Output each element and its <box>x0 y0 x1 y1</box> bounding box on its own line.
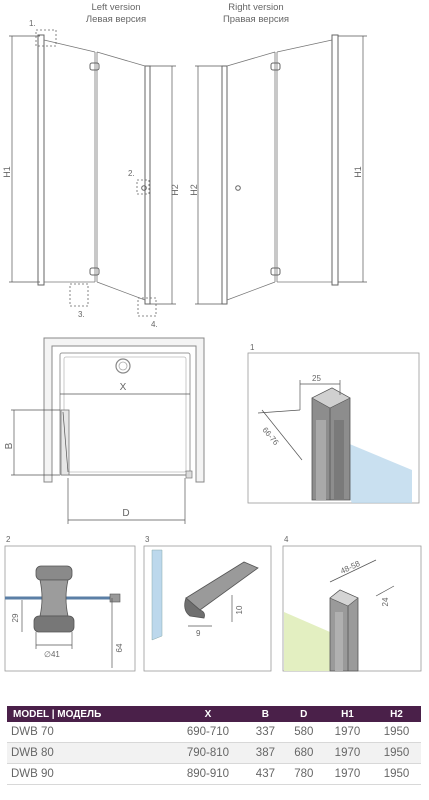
col-h2: H2 <box>371 706 421 722</box>
cell-d: 580 <box>284 722 323 743</box>
left-version-title-ru: Левая версия <box>86 14 146 25</box>
h1-label-right: H1 <box>353 166 363 178</box>
cell-h1: 1970 <box>322 742 372 764</box>
technical-drawing: Left version Левая версия H1 H2 1. 2. 3. <box>2 2 422 672</box>
cell-b: 387 <box>246 742 285 764</box>
cell-h2: 1950 <box>371 763 421 785</box>
detail-3-number: 3 <box>145 535 150 544</box>
cell-x: 790-810 <box>169 742 247 764</box>
detail-1-dim-25: 25 <box>312 374 321 383</box>
detail-2-number: 2 <box>6 535 11 544</box>
dimensions-table: MODEL | МОДЕЛЬ X B D H1 H2 DWB 70 690-71… <box>7 706 421 785</box>
cell-h1: 1970 <box>322 763 372 785</box>
table-header-row: MODEL | МОДЕЛЬ X B D H1 H2 <box>7 706 421 722</box>
detail-4-dim-24: 24 <box>381 597 390 606</box>
cell-h1: 1970 <box>322 722 372 743</box>
col-b: B <box>246 706 285 722</box>
detail-2-dim-29: 29 <box>11 613 20 622</box>
cell-model: DWB 80 <box>7 742 170 764</box>
h2-label-right: H2 <box>189 184 199 196</box>
h1-label-left: H1 <box>2 166 12 178</box>
cell-x: 890-910 <box>169 763 247 785</box>
cell-h2: 1950 <box>371 722 421 743</box>
right-version-title-en: Right version <box>228 2 283 13</box>
detail-2-dim-64: 64 <box>115 643 124 652</box>
detail-1: 1 25 66-76 <box>247 343 420 504</box>
cell-model: DWB 90 <box>7 763 170 785</box>
cell-h2: 1950 <box>371 742 421 764</box>
cell-model: DWB 70 <box>7 722 170 743</box>
callout-1: 1. <box>29 19 36 28</box>
plan-view: X B D <box>4 337 205 524</box>
detail-3: 3 9 10 <box>143 535 272 672</box>
plan-b-label: B <box>4 442 15 449</box>
cell-d: 680 <box>284 742 323 764</box>
callout-4: 4. <box>151 320 158 329</box>
right-version-title-ru: Правая версия <box>223 14 289 25</box>
left-version-elevation: Left version Левая версия H1 H2 1. 2. 3. <box>2 2 180 329</box>
detail-2-dim-41: ∅41 <box>44 650 60 659</box>
col-x: X <box>169 706 247 722</box>
col-d: D <box>284 706 323 722</box>
cell-x: 690-710 <box>169 722 247 743</box>
h2-label-left: H2 <box>170 184 180 196</box>
table-row: DWB 90 890-910 437 780 1970 1950 <box>7 763 421 785</box>
cell-b: 437 <box>246 763 285 785</box>
detail-2: 2 29 ∅41 64 <box>4 535 136 672</box>
callout-3: 3. <box>78 310 85 319</box>
cell-b: 337 <box>246 722 285 743</box>
table-row: DWB 70 690-710 337 580 1970 1950 <box>7 722 421 743</box>
detail-1-number: 1 <box>250 343 255 352</box>
detail-4-number: 4 <box>284 535 289 544</box>
col-model: MODEL | МОДЕЛЬ <box>7 706 170 722</box>
detail-3-dim-9: 9 <box>196 629 201 638</box>
col-h1: H1 <box>322 706 372 722</box>
left-version-title-en: Left version <box>91 2 140 13</box>
right-version-elevation: Right version Правая версия H2 H1 <box>189 2 367 305</box>
plan-x-label: X <box>120 382 127 393</box>
detail-3-dim-10: 10 <box>235 605 244 614</box>
table-row: DWB 80 790-810 387 680 1970 1950 <box>7 742 421 764</box>
callout-2: 2. <box>128 169 135 178</box>
plan-d-label: D <box>122 508 129 519</box>
detail-4: 4 48-58 24 <box>282 535 422 672</box>
cell-d: 780 <box>284 763 323 785</box>
